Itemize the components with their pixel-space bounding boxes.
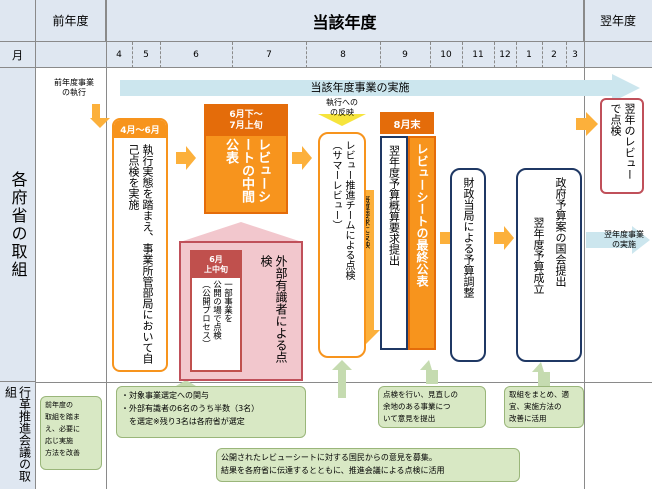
- apr-jun-tag: 4月〜6月: [114, 120, 166, 138]
- interim-text: レビューシートの中間公表: [223, 138, 270, 203]
- next-year-label: 翌年度: [599, 14, 636, 28]
- next-exec-label: 翌年度事業 の実施: [604, 230, 644, 249]
- review-team-text: レビュー推進チームによる点検 （サマーレビュー）: [330, 140, 354, 280]
- arrow-1: [176, 146, 196, 170]
- arrow-2: [292, 146, 312, 170]
- interim-box: 6月下〜 7月上旬 レビューシートの中間公表: [204, 104, 288, 214]
- final-publish-box: レビューシートの最終公表: [408, 136, 436, 350]
- interim-tag: 6月下〜 7月上旬: [206, 106, 286, 136]
- green-arrow-2: [332, 360, 352, 398]
- fin-adjust-box: 財政当局による予算調整: [450, 168, 486, 362]
- ministries-label: 各府省の取組: [8, 170, 28, 279]
- external-check-area: 6月 上中旬 一部事業を 公開の場で点検 （公開プロセス） 外部有識者による点検: [176, 222, 306, 382]
- month-cell-7: 7: [266, 50, 272, 60]
- month-divider: [380, 42, 381, 68]
- jun-mid-box: 6月 上中旬 一部事業を 公開の場で点検 （公開プロセス）: [190, 250, 242, 372]
- public-opinion-note: 公開されたレビューシートに対する国民からの意見を募集。 結果を各府省に伝達すると…: [216, 448, 520, 482]
- next-exec-arrow: [586, 226, 650, 254]
- budget-submit-text: 翌年度予算概算要求提出: [387, 145, 401, 266]
- month-cell-5: 5: [143, 50, 149, 60]
- month-cell-10: 10: [440, 50, 452, 60]
- prev-year-label: 前年度: [52, 14, 89, 28]
- month-header: 月: [0, 42, 36, 68]
- ministries-row-label: 各府省の取組: [0, 68, 36, 382]
- year-boundary-right: [584, 0, 585, 489]
- month-cell-2: 2: [551, 50, 557, 60]
- external-text: 外部有識者による点検: [259, 255, 288, 363]
- current-exec-label: 当該年度事業の実施: [310, 81, 410, 94]
- council-prev-note: 前年度の 取組を踏ま え、必要に 応じ実施 方法を改善: [40, 396, 102, 470]
- public-check-text: 一部事業を 公開の場で点検 （公開プロセス）: [200, 280, 233, 348]
- month-divider: [462, 42, 463, 68]
- summary-note: 取組をまとめ、適 宜、実施方法の 改善に活用: [504, 386, 584, 428]
- month-cell-6: 6: [193, 50, 199, 60]
- green-arrow-4: [532, 362, 550, 386]
- arrow-4: [494, 226, 514, 250]
- month-cell-1: 1: [526, 50, 532, 60]
- green-arrow-3: [420, 360, 438, 384]
- reflect-label: 執行への の反映: [326, 98, 358, 117]
- year-boundary-left: [106, 0, 107, 489]
- council-label: 行革推進会議の取組: [3, 385, 32, 482]
- prev-exec-label: 前年度事業 の執行: [54, 78, 94, 97]
- month-divider: [516, 42, 517, 68]
- self-check-text: 執行実態を踏まえ、事業所管部局において自己点検を実施: [127, 144, 154, 364]
- corner-cell: [0, 0, 36, 42]
- budget-pass-text: 翌年度予算成立: [532, 217, 545, 294]
- month-label: 月: [12, 48, 23, 62]
- month-cell-9: 9: [402, 50, 408, 60]
- month-divider: [430, 42, 431, 68]
- prev-year-header: 前年度: [36, 0, 106, 42]
- month-cell-4: 4: [116, 50, 122, 60]
- final-publish-text: レビューシートの最終公表: [415, 143, 429, 287]
- month-row: [36, 42, 652, 68]
- fin-adjust-text: 財政当局による予算調整: [462, 177, 475, 298]
- current-year-header: 当該年度: [106, 0, 584, 42]
- self-check-box: 4月〜6月 執行実態を踏まえ、事業所管部局において自己点検を実施: [112, 118, 168, 372]
- next-review-text: 翌年のレビューで点検: [609, 103, 636, 180]
- month-cell-12: 12: [499, 50, 511, 60]
- month-divider: [232, 42, 233, 68]
- jun-mid-tag: 6月 上中旬: [192, 252, 240, 278]
- involve-note: ・対象事業選定への関与 ・外部有識者の6名のうち半数（3名） を選定※残り3名は…: [116, 386, 306, 438]
- arrow-5: [576, 112, 598, 136]
- month-divider: [494, 42, 495, 68]
- budget-reflect-label: 概算要求に反映: [362, 196, 371, 249]
- current-year-label: 当該年度: [312, 12, 377, 32]
- budget-submit-box: 翌年度予算概算要求提出: [380, 136, 408, 350]
- month-divider: [566, 42, 567, 68]
- gov-budget-text: 政府予算案の国会提出: [554, 177, 567, 287]
- month-divider: [542, 42, 543, 68]
- prev-exec-arrow: [90, 104, 110, 128]
- review-team-box: レビュー推進チームによる点検 （サマーレビュー）: [318, 132, 366, 358]
- month-divider: [306, 42, 307, 68]
- reflect-arrow: [318, 114, 366, 126]
- month-divider: [160, 42, 161, 68]
- month-cell-3: 3: [572, 50, 578, 60]
- next-review-box: 翌年のレビューで点検: [600, 98, 644, 194]
- opinion-note: 点検を行い、見直しの 余地のある事業につ いて意見を提出: [378, 386, 486, 428]
- month-cell-8: 8: [340, 50, 346, 60]
- current-exec-arrow: [120, 74, 640, 102]
- next-year-header: 翌年度: [584, 0, 652, 42]
- month-divider: [132, 42, 133, 68]
- aug-end-tag: 8月末: [380, 112, 434, 134]
- month-cell-11: 11: [472, 50, 484, 60]
- gov-budget-box: 政府予算案の国会提出 翌年度予算成立: [516, 168, 582, 362]
- council-row-label: 行革推進会議の取組: [0, 382, 36, 489]
